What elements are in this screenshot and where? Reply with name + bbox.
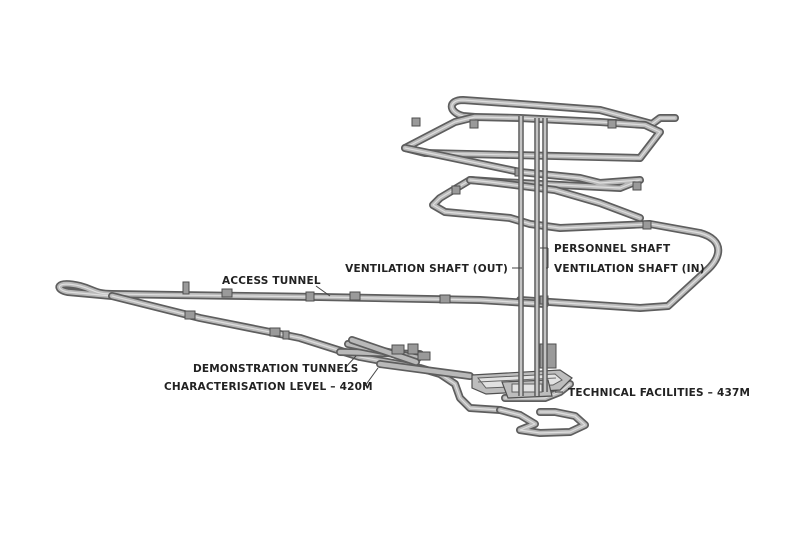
middle-level-loop bbox=[405, 148, 718, 308]
label-access-tunnel: ACCESS TUNNEL bbox=[222, 275, 321, 287]
label-demonstration-tunnels: DEMONSTRATION TUNNELS bbox=[193, 363, 359, 375]
upper-level-loop bbox=[405, 100, 675, 158]
label-ventilation-shaft-in: VENTILATION SHAFT (IN) bbox=[554, 263, 705, 275]
label-technical-facilities: TECHNICAL FACILITIES – 437M bbox=[568, 387, 750, 399]
label-leaders bbox=[315, 247, 563, 393]
shafts bbox=[518, 116, 548, 396]
label-characterisation-level: CHARACTERISATION LEVEL – 420M bbox=[164, 381, 373, 393]
label-ventilation-shaft-out: VENTILATION SHAFT (OUT) bbox=[345, 263, 508, 275]
label-personnel-shaft: PERSONNEL SHAFT bbox=[554, 243, 671, 255]
demonstration-tunnels-drifts bbox=[340, 340, 431, 362]
labels: PERSONNEL SHAFT VENTILATION SHAFT (OUT) … bbox=[164, 243, 750, 399]
